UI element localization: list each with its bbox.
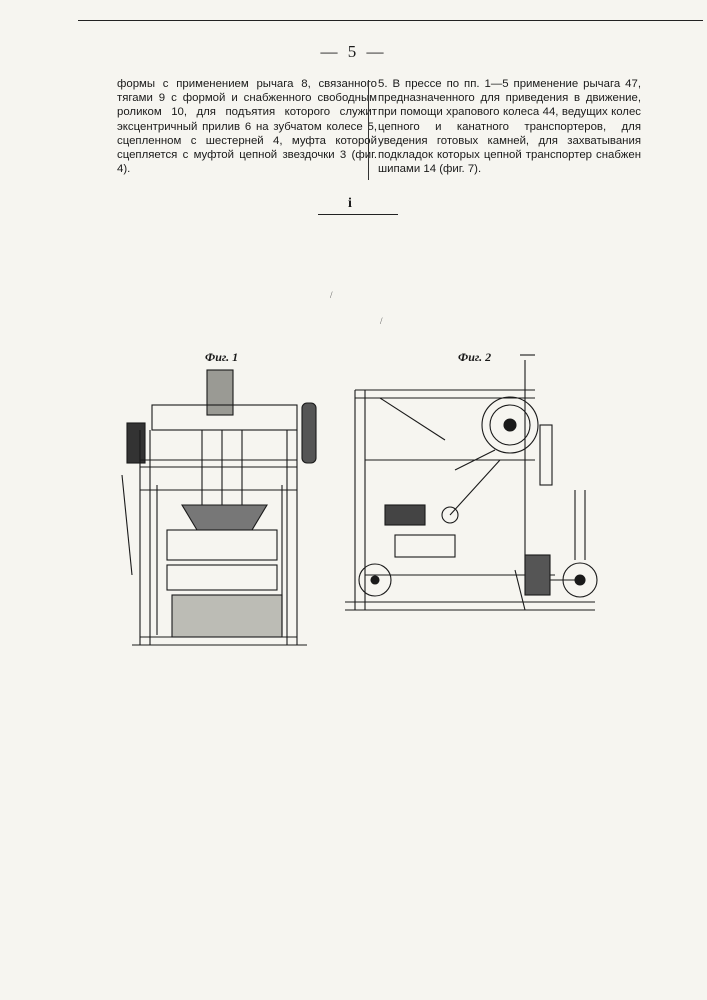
column-divider [368,80,369,180]
left-text-column: формы с применением рычага 8, связанного… [117,77,377,176]
end-mark: i [348,196,352,212]
figure-2-drawing [335,340,625,620]
top-rule [78,20,703,21]
left-column-text: формы с применением рычага 8, связанного… [117,77,377,176]
end-rule [318,214,398,215]
page-number: — 5 — [0,42,707,62]
figure-1-drawing [112,365,327,655]
right-column-text: 5. В прессе по пп. 1—5 применение рычага… [378,77,641,176]
right-text-column: 5. В прессе по пп. 1—5 применение рычага… [378,77,641,176]
figure-1-caption: Фиг. 1 [205,350,238,365]
scan-speck: / [380,316,383,326]
scan-speck: / [330,290,333,300]
